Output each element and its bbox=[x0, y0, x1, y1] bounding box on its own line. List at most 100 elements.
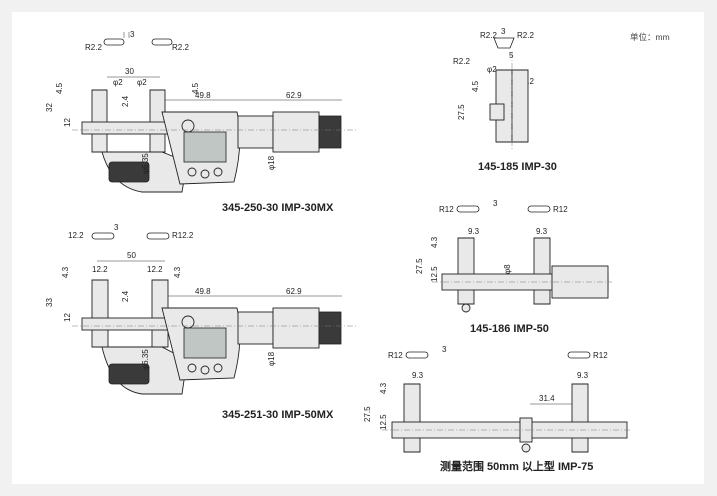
jaw-tip-detail-right-icon bbox=[146, 232, 170, 240]
dim-122-left: 12.2 bbox=[92, 265, 108, 274]
dim-phi2-right: φ2 bbox=[137, 78, 147, 87]
fixed-jaw bbox=[91, 89, 108, 153]
dim-93-right: 9.3 bbox=[536, 227, 548, 236]
unit-label: 单位：mm bbox=[630, 32, 670, 42]
dim-r12-left: R12 bbox=[388, 351, 403, 360]
fig4-caption: 145-186 IMP-50 bbox=[470, 323, 549, 335]
fig3-jaw-detail-imp30: R2.2 R2.2 3 5 R2.2 R2.2 φ2 4.5 27.5 145-… bbox=[453, 27, 557, 173]
fig5-jaw-detail-imp75: R12 R12 3 9.3 9.3 4.3 27.5 12.5 31.4 测量范… bbox=[363, 345, 632, 473]
dim-50: 50 bbox=[127, 251, 136, 260]
dim-phi8: φ8 bbox=[503, 264, 512, 274]
sleeve bbox=[237, 311, 274, 345]
dim-45-right: 4.5 bbox=[191, 82, 200, 94]
jaw-right bbox=[571, 383, 589, 453]
dim-12: 12 bbox=[63, 313, 72, 322]
dim-93-right: 9.3 bbox=[577, 371, 589, 380]
dim-498: 49.8 bbox=[195, 91, 211, 100]
dim-r22-a: R2.2 bbox=[480, 31, 497, 40]
button-origin bbox=[187, 363, 197, 373]
dim-r22-left: R2.2 bbox=[85, 43, 102, 52]
dim-5: 5 bbox=[509, 51, 514, 60]
dim-24: 2.4 bbox=[121, 290, 130, 302]
button-zero bbox=[213, 363, 223, 373]
button-hold bbox=[200, 169, 210, 179]
jaw-right bbox=[533, 237, 551, 305]
dim-phi635: φ6.35 bbox=[141, 153, 150, 174]
lcd-display bbox=[183, 327, 227, 359]
dim-3: 3 bbox=[493, 199, 498, 208]
fig1-micrometer-imp30mx: R2.2 R2.2 3 30 4.5 4.5 φ2 φ2 32 12 2.4 4… bbox=[45, 30, 357, 214]
dim-122-right: 12.2 bbox=[147, 265, 163, 274]
dim-r22-c: R2.2 bbox=[453, 57, 470, 66]
button-origin bbox=[187, 167, 197, 177]
jaw-tip-detail-left-icon bbox=[405, 351, 429, 359]
jaw-left bbox=[457, 237, 475, 305]
dim-275: 27.5 bbox=[363, 406, 372, 422]
frame-grip bbox=[108, 161, 150, 183]
dim-phi2: φ2 bbox=[487, 65, 497, 74]
dim-43-right: 4.3 bbox=[173, 266, 182, 278]
dim-125: 12.5 bbox=[379, 414, 388, 430]
ratchet bbox=[318, 115, 342, 149]
sleeve bbox=[237, 115, 274, 149]
dim-r12-right: R12 bbox=[553, 205, 568, 214]
jaw-tip-detail-left-icon bbox=[91, 232, 115, 240]
dim-45-left: 4.5 bbox=[55, 82, 64, 94]
dim-43: 4.3 bbox=[379, 382, 388, 394]
dim-314: 31.4 bbox=[539, 394, 555, 403]
dim-3: 3 bbox=[501, 27, 506, 36]
dim-3: 3 bbox=[130, 30, 135, 39]
dim-phi635: φ6.35 bbox=[141, 349, 150, 370]
fig2-micrometer-imp50mx: 12.2 R12.2 3 50 12.2 12.2 4.3 4.3 33 12 … bbox=[45, 223, 357, 421]
jaw-right bbox=[511, 69, 529, 143]
dim-phi2-left: φ2 bbox=[113, 78, 123, 87]
dim-r22-right: R2.2 bbox=[172, 43, 189, 52]
dim-r12-left: R12 bbox=[439, 205, 454, 214]
lock-knob bbox=[181, 315, 195, 329]
lock-knob bbox=[181, 119, 195, 133]
jaw-tip-detail-left-icon bbox=[103, 38, 125, 46]
dim-43-left: 4.3 bbox=[61, 266, 70, 278]
button-hold bbox=[200, 365, 210, 375]
frame-grip bbox=[108, 363, 150, 385]
fixed-jaw bbox=[91, 279, 109, 348]
thimble bbox=[272, 111, 320, 153]
dim-93-left: 9.3 bbox=[412, 371, 424, 380]
lcd-display bbox=[183, 131, 227, 163]
jaw-boss bbox=[489, 103, 505, 121]
fig4-jaw-detail-imp50: R12 R12 3 9.3 9.3 4.3 27.5 12.5 φ8 145-1… bbox=[415, 199, 612, 335]
clamp-screw-icon bbox=[521, 443, 531, 453]
dim-629: 62.9 bbox=[286, 91, 302, 100]
dim-3: 3 bbox=[114, 223, 119, 232]
jaw-tip-detail-right-icon bbox=[567, 351, 591, 359]
dim-125: 12.5 bbox=[430, 266, 439, 282]
jaw-tip-detail-left-icon bbox=[456, 205, 480, 213]
jaw-tip-top-view bbox=[493, 37, 515, 49]
technical-drawing: 单位：mm R2.2 R2.2 3 30 4.5 4.5 φ2 φ2 32 12… bbox=[45, 27, 670, 473]
button-zero bbox=[213, 167, 223, 177]
jaw-left bbox=[403, 383, 421, 453]
dim-93-left: 9.3 bbox=[468, 227, 480, 236]
dim-629: 62.9 bbox=[286, 287, 302, 296]
ratchet bbox=[318, 311, 342, 345]
jaw-tip-detail-right-icon bbox=[151, 38, 173, 46]
fig3-caption: 145-185 IMP-30 bbox=[478, 161, 557, 173]
thimble bbox=[272, 307, 320, 349]
drawing-sheet: 单位：mm R2.2 R2.2 3 30 4.5 4.5 φ2 φ2 32 12… bbox=[12, 12, 704, 484]
fig1-caption: 345-250-30 IMP-30MX bbox=[222, 202, 334, 214]
clamp-screw-icon bbox=[461, 303, 471, 313]
dim-r122-tip-right: R12.2 bbox=[172, 231, 194, 240]
dim-122-tip-left: 12.2 bbox=[68, 231, 84, 240]
dim-33: 33 bbox=[45, 298, 54, 307]
dim-43: 4.3 bbox=[430, 236, 439, 248]
dim-275: 27.5 bbox=[457, 104, 466, 120]
fig2-caption: 345-251-30 IMP-50MX bbox=[222, 409, 334, 421]
movable-jaw bbox=[149, 89, 166, 153]
dim-3: 3 bbox=[442, 345, 447, 354]
dim-32: 32 bbox=[45, 103, 54, 112]
jaw-tip-detail-right-icon bbox=[527, 205, 551, 213]
dim-phi18: φ18 bbox=[267, 351, 276, 366]
dim-24: 2.4 bbox=[121, 95, 130, 107]
fig5-caption: 测量范围 50mm 以上型 IMP-75 bbox=[440, 459, 593, 473]
dim-r22-b: R2.2 bbox=[517, 31, 534, 40]
